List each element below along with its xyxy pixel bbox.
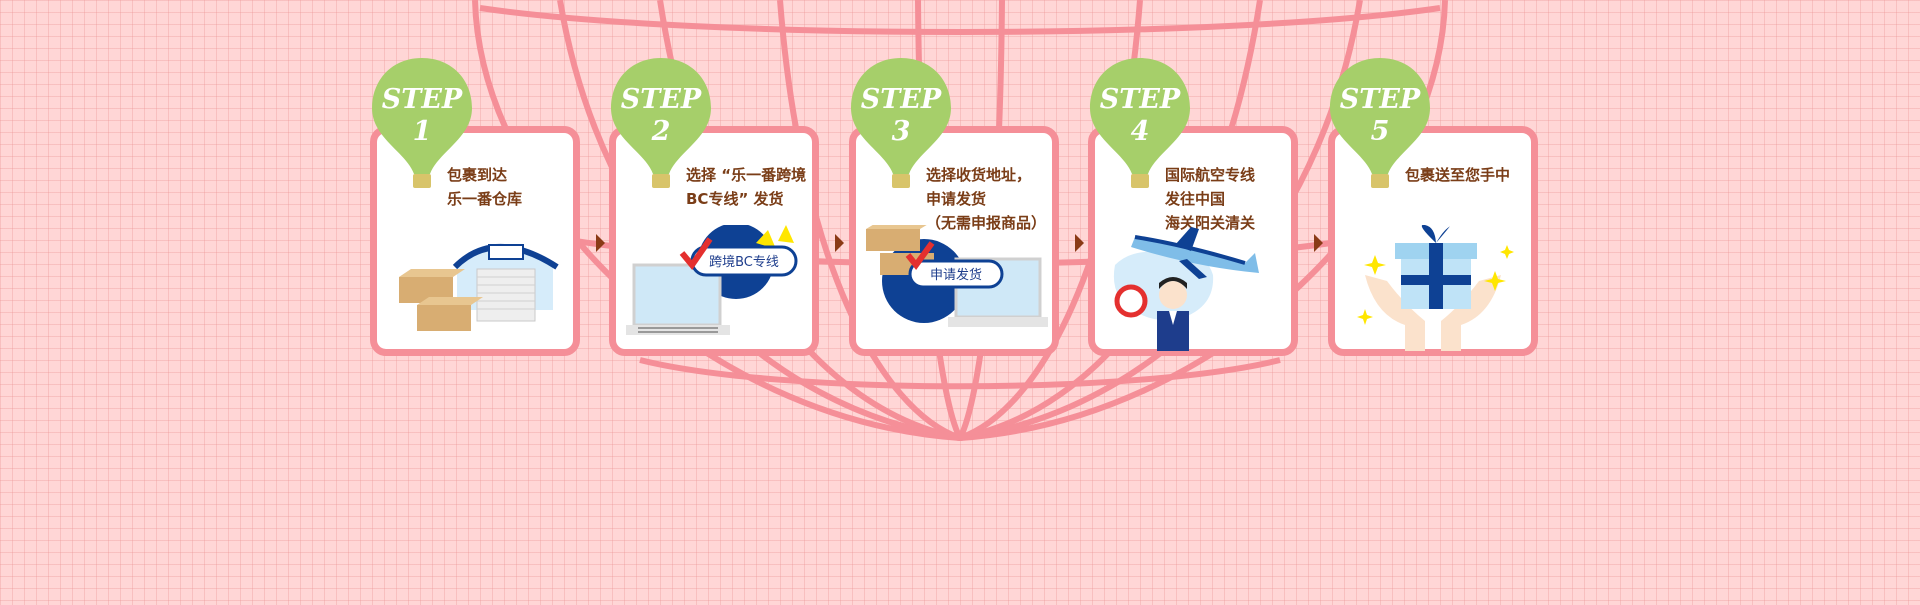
- step-5-number: 5: [1370, 116, 1390, 147]
- step-3-number: 3: [891, 116, 911, 147]
- step-3-line-2: 申请发货: [926, 190, 987, 208]
- step-3-label: STEP: [860, 84, 942, 115]
- step-4-number: 4: [1130, 116, 1150, 147]
- step-3-line-1: 选择收货地址，: [926, 166, 1032, 184]
- warehouse-illustration: [399, 244, 559, 331]
- step-4-description: 国际航空专线 发往中国 海关阳关清关: [1165, 163, 1285, 235]
- step-3-line-3: （无需申报商品）: [926, 214, 1047, 232]
- step-2-line-1: 选择 “乐一番跨境: [686, 166, 807, 184]
- step-2-number: 2: [651, 116, 671, 147]
- step-4-line-1: 国际航空专线: [1165, 166, 1256, 184]
- step-3-description: 选择收货地址， 申请发货 （无需申报商品）: [926, 163, 1046, 235]
- step-5-line-1: 包裹送至您手中: [1405, 166, 1511, 184]
- step-1-line-2: 乐一番仓库: [447, 190, 523, 208]
- step-2-card: 选择 “乐一番跨境 BC专线” 发货 跨境BC专线: [609, 126, 819, 356]
- step-1-number: 1: [412, 116, 432, 147]
- step-2-label: STEP: [620, 84, 702, 115]
- gift-hands-illustration: [1357, 225, 1514, 351]
- step-1-label: STEP: [381, 84, 463, 115]
- step-5-card: 包裹送至您手中: [1328, 126, 1538, 356]
- step-arrow-3: [1075, 234, 1084, 252]
- apply-shipment-illustration: 申请发货: [866, 225, 1048, 327]
- airplane-customs-illustration: [1113, 227, 1259, 351]
- step-2-line-2: BC专线” 发货: [686, 190, 784, 208]
- step-4-label: STEP: [1099, 84, 1181, 115]
- step-arrow-4: [1314, 234, 1323, 252]
- step-5-label: STEP: [1339, 84, 1421, 115]
- step-5-description: 包裹送至您手中: [1405, 163, 1525, 187]
- step-4-line-2: 发往中国: [1165, 190, 1226, 208]
- step-4-card: 国际航空专线 发往中国 海关阳关清关: [1088, 126, 1298, 356]
- tag-bc-line: 跨境BC专线: [709, 255, 779, 270]
- step-1-description: 包裹到达 乐一番仓库: [447, 163, 567, 211]
- step-2-description: 选择 “乐一番跨境 BC专线” 发货: [686, 163, 806, 211]
- tag-apply-shipment: 申请发货: [930, 267, 982, 283]
- step-3-card: 选择收货地址， 申请发货 （无需申报商品） 申请发货: [849, 126, 1059, 356]
- laptop-bc-line-illustration: 跨境BC专线: [626, 225, 798, 335]
- step-4-line-3: 海关阳关清关: [1165, 214, 1256, 232]
- step-1-line-1: 包裹到达: [447, 166, 508, 184]
- step-arrow-2: [835, 234, 844, 252]
- step-arrow-1: [596, 234, 605, 252]
- step-1-card: 包裹到达 乐一番仓库: [370, 126, 580, 356]
